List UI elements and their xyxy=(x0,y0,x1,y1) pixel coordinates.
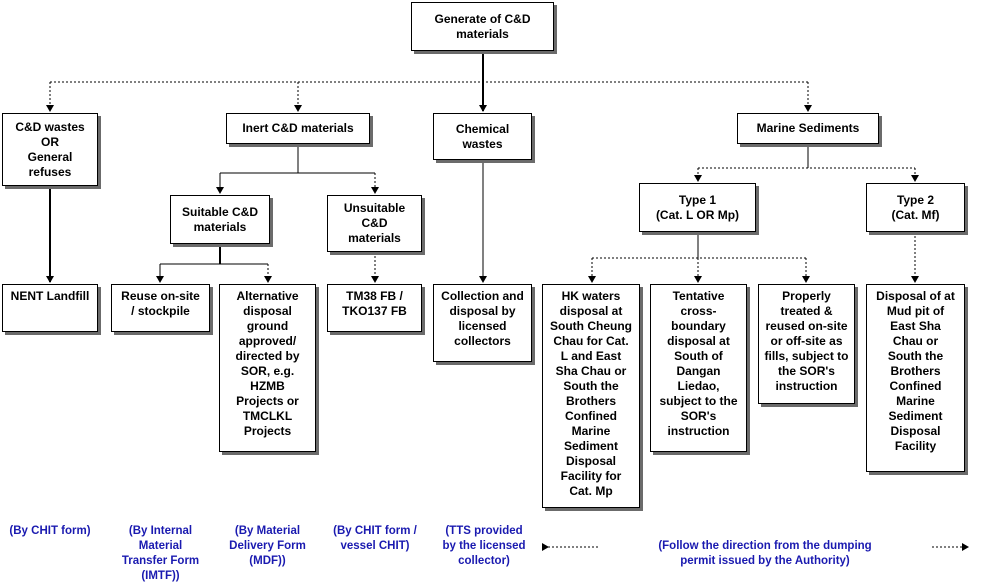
node-type1-label: Type 1 (Cat. L OR Mp) xyxy=(655,192,740,222)
node-inert-label: Inert C&D materials xyxy=(242,121,354,135)
node-type2-label: Type 2 (Cat. Mf) xyxy=(891,192,940,222)
node-nent-landfill: NENT Landfill xyxy=(2,284,98,332)
node-suitable: Suitable C&D materials xyxy=(170,195,270,244)
note-chit-form: (By CHIT form) xyxy=(9,525,91,537)
node-properly-label: Properly treated & reused on-site or off… xyxy=(764,289,849,393)
node-chemical: Chemical wastes xyxy=(433,113,532,160)
node-mud-pit: Disposal of at Mud pit of East Sha Chau … xyxy=(866,284,965,472)
node-reuse-label: Reuse on-site / stockpile xyxy=(121,289,200,318)
node-root-label: Generate of C&D materials xyxy=(434,11,531,41)
node-alt-disposal-label: Alternative disposal ground approved/ di… xyxy=(235,289,300,438)
node-type2: Type 2 (Cat. Mf) xyxy=(866,183,965,232)
note-dumping-permit: (Follow the direction from the dumping p… xyxy=(600,539,930,569)
node-marine-label: Marine Sediments xyxy=(756,121,860,135)
node-tm38-label: TM38 FB / TKO137 FB xyxy=(342,289,407,318)
node-marine: Marine Sediments xyxy=(737,113,879,144)
node-cd-wastes-label: C&D wastes OR General refuses xyxy=(15,119,85,179)
node-cd-wastes: C&D wastes OR General refuses xyxy=(2,113,98,186)
note-mdf: (By Material Delivery Form (MDF)) xyxy=(229,525,306,567)
node-tm38: TM38 FB / TKO137 FB xyxy=(327,284,422,332)
node-tentative: Tentative cross- boundary disposal at So… xyxy=(650,284,747,452)
node-unsuitable: Unsuitable C&D materials xyxy=(327,195,422,252)
node-type1: Type 1 (Cat. L OR Mp) xyxy=(639,183,756,232)
node-hk-waters: HK waters disposal at South Cheung Chau … xyxy=(542,284,640,508)
node-hk-waters-label: HK waters disposal at South Cheung Chau … xyxy=(550,289,632,498)
node-collection-label: Collection and disposal by licensed coll… xyxy=(441,289,524,348)
node-alt-disposal: Alternative disposal ground approved/ di… xyxy=(219,284,316,452)
note-tts: (TTS provided by the licensed collector) xyxy=(442,525,526,567)
node-root: Generate of C&D materials xyxy=(411,2,554,51)
node-nent-landfill-label: NENT Landfill xyxy=(10,289,90,303)
node-suitable-label: Suitable C&D materials xyxy=(181,204,258,234)
node-inert: Inert C&D materials xyxy=(226,113,370,144)
node-collection: Collection and disposal by licensed coll… xyxy=(433,284,532,362)
note-imtf: (By Internal Material Transfer Form (IMT… xyxy=(121,525,200,582)
node-unsuitable-label: Unsuitable C&D materials xyxy=(343,201,406,245)
node-reuse: Reuse on-site / stockpile xyxy=(111,284,210,332)
node-tentative-label: Tentative cross- boundary disposal at So… xyxy=(659,289,738,438)
note-chit-vessel: (By CHIT form / vessel CHIT) xyxy=(333,525,417,552)
node-mud-pit-label: Disposal of at Mud pit of East Sha Chau … xyxy=(876,289,955,453)
node-properly: Properly treated & reused on-site or off… xyxy=(758,284,855,404)
node-chemical-label: Chemical wastes xyxy=(455,121,510,151)
